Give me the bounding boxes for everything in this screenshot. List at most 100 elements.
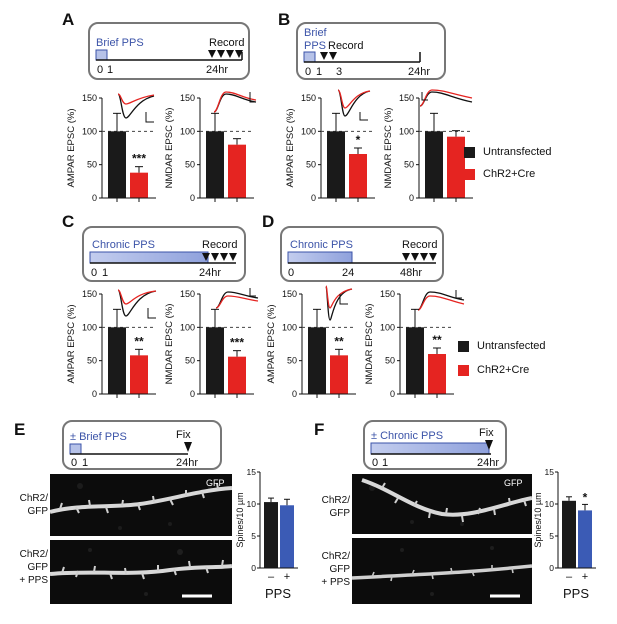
y-tick-label: 0: [251, 563, 256, 573]
bar-control: [264, 502, 278, 568]
y-axis-label: AMPAR EPSC (%): [66, 108, 77, 187]
timeline-b-t3: 3: [336, 66, 342, 78]
micrograph-f-gfp: GFP: [504, 478, 523, 488]
bar-pps: [578, 510, 592, 568]
y-tick-label: 100: [380, 322, 395, 332]
y-tick-label: 0: [190, 389, 195, 399]
x-category-label: +: [582, 571, 588, 583]
x-axis-label: PPS: [265, 586, 291, 601]
x-axis-label: PPS: [563, 586, 589, 601]
timeline-f-label: ± Chronic PPS: [371, 430, 443, 442]
y-tick-label: 5: [251, 531, 256, 541]
legend-chr2-2: ChR2+Cre: [458, 364, 529, 376]
micrograph-f-pps: [352, 538, 532, 604]
legend-label-untransfected: Untransfected: [483, 146, 552, 158]
timeline-f-t24: 24hr: [477, 457, 499, 469]
trace-a-nmdar: [213, 91, 257, 113]
bar-chr2-cre: [228, 356, 246, 394]
timeline-a-t1: 1: [107, 64, 113, 76]
timeline-f: ± Chronic PPS Fix 0 1 24hr: [363, 420, 507, 470]
bar-control: [562, 500, 576, 568]
bar-chr2-cre: [130, 172, 148, 198]
row-label-line: + PPS: [19, 575, 48, 586]
legend-swatch-red: [458, 364, 469, 376]
row-label-line: ChR2/: [19, 549, 48, 560]
y-axis-label: AMPAR EPSC (%): [66, 304, 77, 383]
y-tick-label: 5: [549, 531, 554, 541]
y-axis-label: AMPAR EPSC (%): [285, 108, 296, 187]
bar-untransfected: [308, 327, 326, 394]
bar-untransfected: [206, 131, 224, 198]
legend-swatch-red: [464, 168, 475, 180]
y-tick-label: 15: [247, 467, 257, 477]
row-label-line: GFP: [27, 562, 48, 573]
micrograph-f-control: GFP: [352, 474, 532, 534]
y-axis-label: AMPAR EPSC (%): [266, 304, 277, 383]
bar-untransfected: [327, 131, 345, 198]
y-tick-label: 150: [380, 289, 395, 299]
legend-swatch-black: [458, 340, 469, 352]
trace-b-ampar: [337, 89, 371, 121]
row-label-f-pps: ChR2/ GFP + PPS: [302, 550, 350, 589]
bar-untransfected: [206, 327, 224, 394]
y-tick-label: 100: [82, 322, 97, 332]
row-label-line: GFP: [329, 564, 350, 575]
y-tick-label: 100: [282, 322, 297, 332]
y-axis-label: NMDAR EPSC (%): [164, 304, 175, 385]
timeline-b-t1: 1: [316, 66, 322, 78]
bar-untransfected: [108, 327, 126, 394]
y-tick-label: 100: [180, 322, 195, 332]
legend-label-untransfected: Untransfected: [477, 340, 546, 352]
y-tick-label: 50: [404, 160, 414, 170]
timeline-c-record: Record: [202, 239, 237, 251]
legend-swatch-black: [464, 146, 475, 158]
y-axis-label: NMDAR EPSC (%): [383, 108, 394, 189]
micrograph-e-pps: [50, 540, 232, 604]
trace-c-ampar: [117, 289, 157, 319]
y-tick-label: 10: [545, 499, 555, 509]
y-tick-label: 150: [180, 93, 195, 103]
y-axis-label: Spines/10 µm: [533, 492, 543, 547]
y-tick-label: 50: [185, 160, 195, 170]
row-label-line: + PPS: [321, 577, 350, 588]
bar-chr2-cre: [130, 355, 148, 394]
timeline-e-t0: 0: [71, 457, 77, 469]
legend-chr2-1: ChR2+Cre: [464, 168, 535, 180]
panel-label-e: E: [14, 420, 26, 439]
timeline-e-label: ± Brief PPS: [70, 431, 127, 443]
timeline-f-fix: Fix: [479, 427, 494, 439]
timeline-c-label: Chronic PPS: [92, 239, 155, 251]
y-tick-label: 150: [82, 289, 97, 299]
row-label-f-control: ChR2/ GFP: [302, 494, 350, 520]
row-label-e-control: ChR2/ GFP: [2, 492, 48, 518]
timeline-c: Chronic PPS Record 0 1 24hr: [82, 226, 246, 282]
panel-label-a: A: [62, 10, 75, 29]
y-tick-label: 50: [287, 356, 297, 366]
bar-chr2-cre: [447, 136, 465, 198]
panel-label-f: F: [314, 420, 325, 439]
significance-label: *: [583, 490, 588, 504]
row-label-line: ChR2/: [321, 495, 350, 506]
bar-pps: [280, 505, 294, 568]
timeline-e-t1: 1: [82, 457, 88, 469]
y-tick-label: 0: [409, 193, 414, 203]
panel-label-d: D: [262, 212, 275, 231]
timeline-d: Chronic PPS Record 0 24 48hr: [280, 226, 444, 282]
timeline-a-label: Brief PPS: [96, 37, 144, 49]
trace-b-nmdar: [419, 89, 473, 107]
timeline-d-label: Chronic PPS: [290, 239, 353, 251]
trace-d-ampar: [325, 285, 353, 321]
timeline-d-t24: 24: [342, 267, 354, 279]
legend-label-chr2: ChR2+Cre: [483, 168, 536, 180]
timeline-b-record: Record: [328, 40, 363, 52]
x-category-label: –: [268, 571, 275, 583]
timeline-b-t24: 24hr: [408, 66, 430, 78]
y-tick-label: 0: [92, 389, 97, 399]
y-axis-label: Spines/10 µm: [235, 492, 245, 547]
y-tick-label: 100: [301, 126, 316, 136]
timeline-e-t24: 24hr: [176, 457, 198, 469]
